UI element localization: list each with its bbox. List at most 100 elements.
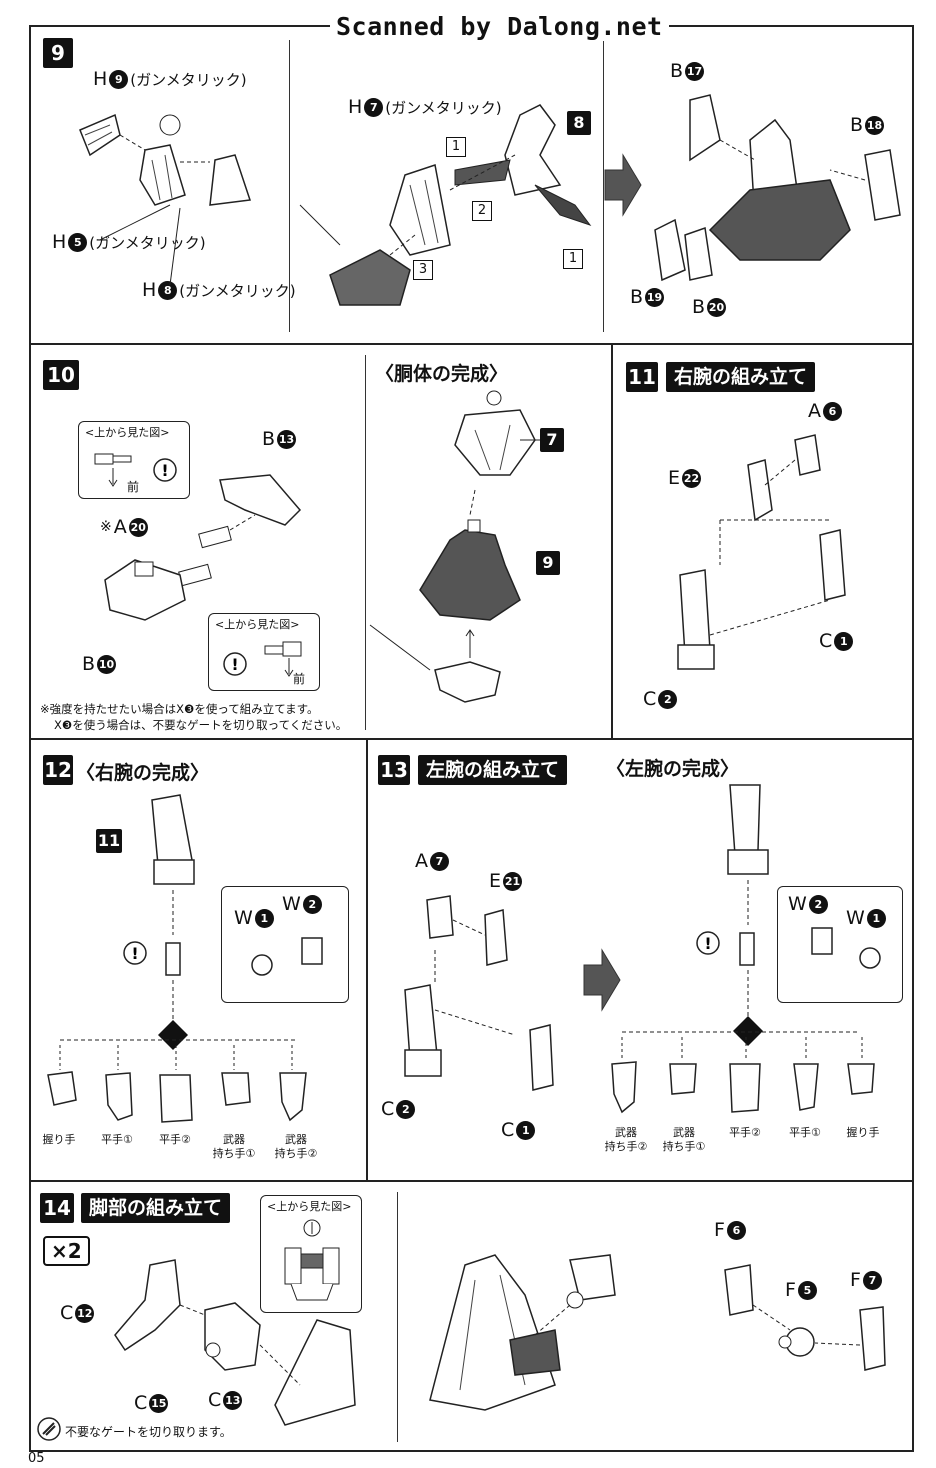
- hand-options: [47, 1045, 307, 1123]
- quantity-badge: ×2: [43, 1236, 90, 1266]
- divider: [29, 738, 914, 740]
- step-number: 9: [43, 38, 73, 68]
- step14-foot-illustration: [429, 1254, 886, 1411]
- hand-label: 武器 持ち手②: [274, 1133, 318, 1160]
- hand-label: 平手①: [101, 1133, 133, 1146]
- step10-note-2: X❸を使う場合は、不要なゲートを切り取ってください。: [54, 718, 348, 732]
- page-number: 05: [28, 1451, 45, 1466]
- next-arrow: [604, 153, 642, 217]
- step-number: 10: [43, 360, 79, 390]
- svg-text:!: !: [161, 461, 168, 480]
- order-number: 1: [563, 249, 583, 269]
- divider: [29, 1180, 914, 1182]
- top-view-label: <上から見た図>: [85, 426, 170, 439]
- step12-illustration: !: [60, 794, 323, 1050]
- torso-complete-title: 〈胴体の完成〉: [375, 363, 509, 385]
- order-number: 2: [472, 201, 492, 221]
- svg-text:!: !: [231, 655, 238, 674]
- hand-label: 武器 持ち手①: [662, 1126, 706, 1153]
- ref-number: 8: [567, 111, 591, 135]
- ref-number: 7: [540, 428, 564, 452]
- divider: [289, 40, 290, 332]
- step-number: 14: [40, 1193, 74, 1223]
- order-number: 3: [413, 260, 433, 280]
- ref-number: 9: [536, 551, 560, 575]
- hand-label: 握り手: [846, 1126, 880, 1139]
- divider: [366, 738, 368, 1181]
- step-title: 左腕の組み立て: [418, 755, 568, 785]
- front-label: 前: [293, 672, 306, 686]
- hand-label: 握り手: [42, 1133, 76, 1146]
- top-view-callout: <上から見た図>: [260, 1195, 362, 1313]
- left-arm-complete-title: 〈左腕の完成〉: [606, 758, 740, 780]
- hand-label: 武器 持ち手②: [604, 1126, 648, 1153]
- next-arrow: [583, 948, 621, 1012]
- hand-options: [611, 1037, 875, 1114]
- step10-illustration: [104, 474, 302, 621]
- step-number: 13: [378, 755, 410, 785]
- step-number: 12: [43, 755, 73, 785]
- nipper-icon: [37, 1417, 61, 1441]
- top-view-callout: <上から見た図> ! 前: [78, 421, 190, 499]
- divider: [397, 1192, 398, 1442]
- hand-label: 平手②: [729, 1126, 761, 1139]
- top-view-label: <上から見た図>: [215, 618, 300, 631]
- step13-illustration: [404, 895, 554, 1091]
- step-title: 〈右腕の完成〉: [76, 762, 210, 784]
- divider: [611, 343, 613, 740]
- watermark: Scanned by Dalong.net: [330, 12, 669, 41]
- step-number: 11: [626, 362, 658, 392]
- step14-leg-illustration: [114, 1259, 356, 1426]
- torso-illustration: [369, 390, 540, 703]
- top-view-callout: <上から見た図> ! 前: [208, 613, 320, 691]
- divider: [603, 40, 604, 332]
- step9-skirt-illustration: [299, 104, 592, 306]
- order-number: 1: [446, 137, 466, 157]
- left-arm-illustration: !: [622, 784, 881, 1046]
- step9-parts-illustration: [79, 113, 252, 286]
- step9-result-illustration: [654, 94, 901, 282]
- step-title: 右腕の組み立て: [666, 362, 816, 392]
- divider: [365, 355, 366, 730]
- svg-text:!: !: [131, 944, 138, 963]
- hand-label: 平手①: [789, 1126, 821, 1139]
- hand-label: 平手②: [159, 1133, 191, 1146]
- top-view-label: <上から見た図>: [267, 1200, 352, 1213]
- step10-note-1: ※強度を持たせたい場合はX❸を使って組み立てます。: [40, 702, 319, 716]
- step11-illustration: [677, 434, 846, 670]
- svg-text:!: !: [704, 934, 711, 953]
- gate-legend: 不要なゲートを切り取ります。: [65, 1425, 232, 1439]
- divider: [29, 343, 914, 345]
- hand-label: 武器 持ち手①: [212, 1133, 256, 1160]
